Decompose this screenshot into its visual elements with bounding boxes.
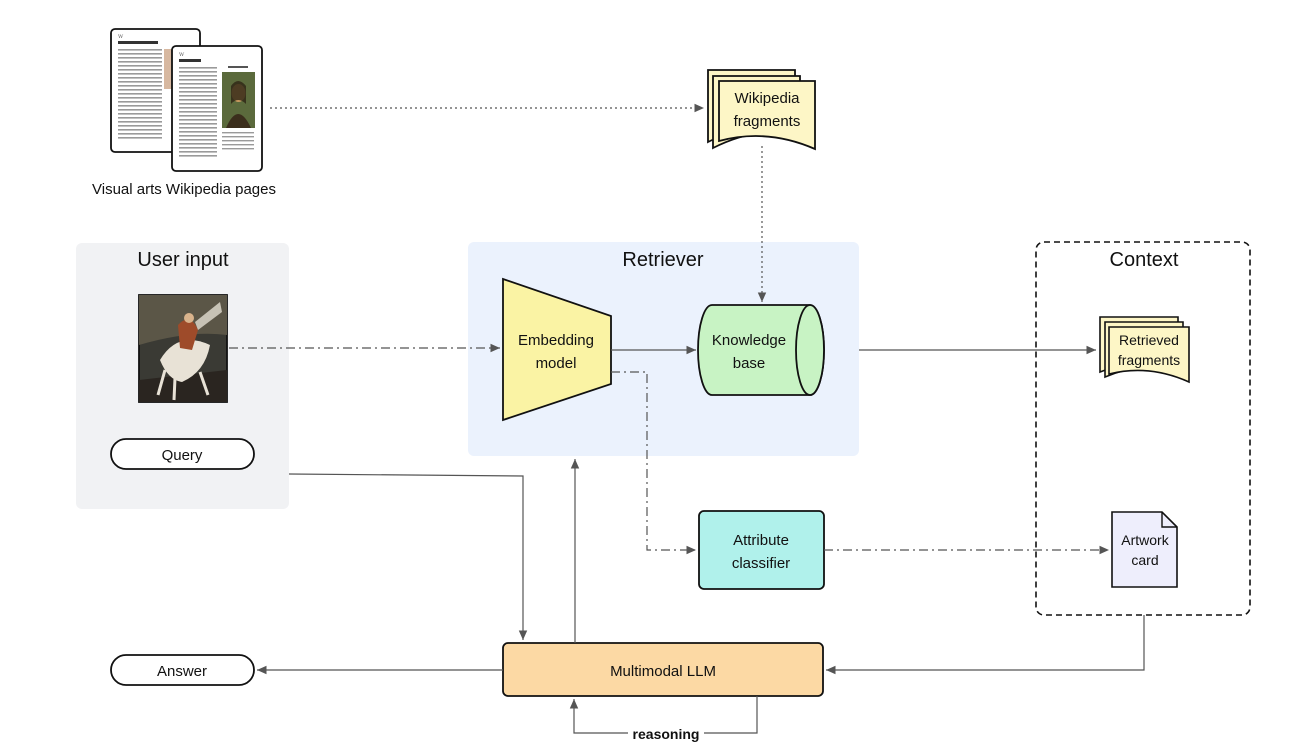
reasoning-label: reasoning [633, 726, 700, 742]
multimodal-llm-label: Multimodal LLM [610, 663, 716, 680]
context-title: Context [1110, 249, 1179, 271]
artwork-card-label-line1: Artwork [1121, 532, 1169, 548]
svg-text:W: W [118, 34, 124, 40]
query-label: Query [162, 447, 203, 464]
embedding-model-node [502, 277, 612, 422]
embedding-model-label-line1: Embedding [518, 332, 594, 349]
query-pill [110, 438, 255, 470]
retrieved-fragments-icon [1099, 316, 1190, 384]
wikipedia-fragments-label-line1: Wikipedia [734, 90, 800, 107]
user-input-title: User input [137, 249, 229, 271]
retrieved-fragments-label-line1: Retrieved [1119, 332, 1179, 348]
wikipedia-fragments-icon [707, 69, 816, 151]
embedding-model-label-line2: model [536, 355, 577, 372]
answer-label: Answer [157, 663, 207, 680]
artwork-image [138, 294, 228, 403]
context-to-llm-arrow [826, 615, 1145, 675]
knowledge-base-label-line2: base [733, 355, 766, 372]
knowledge-base-node [697, 304, 825, 396]
attribute-classifier-node [698, 510, 825, 590]
retrieved-fragments-label-line2: fragments [1118, 352, 1180, 368]
answer-pill [110, 654, 255, 686]
svg-text:W: W [179, 52, 185, 58]
reasoning-label-bg [628, 725, 704, 741]
query-to-llm-arrow [288, 473, 528, 640]
attribute-classifier-label-line2: classifier [732, 555, 790, 572]
retriever-title: Retriever [622, 249, 703, 271]
artwork-card-icon [1111, 511, 1178, 588]
artwork-card-label-line2: card [1131, 552, 1158, 568]
wikipedia-pages-label: Visual arts Wikipedia pages [92, 181, 276, 198]
wikipedia-fragments-label-line2: fragments [734, 113, 801, 130]
attribute-classifier-label-line1: Attribute [733, 532, 789, 549]
wikipedia-pages-icon: W W [110, 28, 263, 172]
knowledge-base-label-line1: Knowledge [712, 332, 786, 349]
